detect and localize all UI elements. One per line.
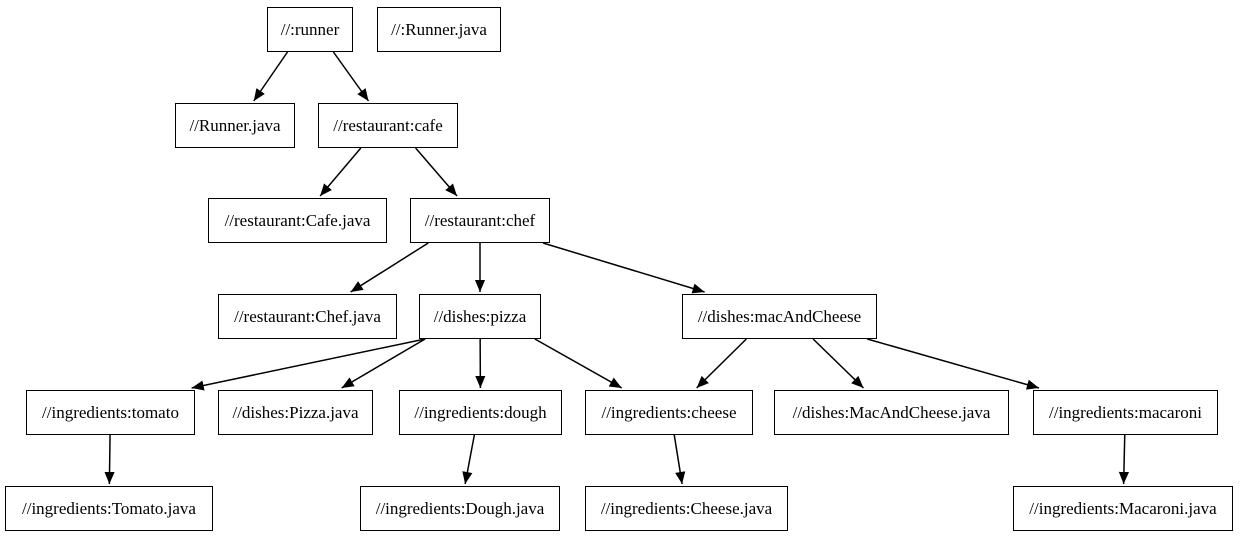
graph-node-chef-java: //restaurant:Chef.java [218, 294, 397, 339]
graph-node-label: //ingredients:Tomato.java [22, 499, 196, 518]
graph-node-runner: //:runner [267, 7, 353, 52]
graph-edge-cheese-to-cheese-java [673, 434, 686, 485]
graph-node-cheese: //ingredients:cheese [585, 390, 753, 435]
graph-edge-pizza-to-pizza-java [341, 338, 426, 389]
graph-node-label: //dishes:Pizza.java [232, 403, 359, 422]
graph-node-label: //dishes:MacAndCheese.java [792, 403, 991, 422]
graph-node-label: //ingredients:dough [414, 403, 547, 422]
graph-edge-mac-and-cheese-to-macaroni [867, 338, 1040, 390]
graph-edge-mac-and-cheese-to-cheese [696, 338, 747, 389]
graph-node-root-runner-java: //:Runner.java [377, 7, 501, 52]
graph-node-label: //ingredients:Dough.java [375, 499, 545, 518]
graph-node-mac-and-cheese-java: //dishes:MacAndCheese.java [774, 390, 1009, 435]
graph-node-runner-java: //Runner.java [175, 103, 295, 148]
graph-edge-macaroni-to-macaroni-java [1118, 434, 1130, 485]
graph-node-label: //Runner.java [189, 116, 281, 135]
graph-node-tomato: //ingredients:tomato [26, 390, 195, 435]
graph-edge-runner-to-runner-java [253, 51, 289, 102]
graph-node-pizza-java: //dishes:Pizza.java [218, 390, 373, 435]
graph-node-label: //dishes:pizza [433, 307, 527, 326]
graph-node-label: //restaurant:Chef.java [234, 307, 381, 326]
graph-edge-dough-to-dough-java [462, 434, 476, 485]
graph-node-label: //ingredients:macaroni [1049, 403, 1202, 422]
graph-edge-chef-to-chef-java [350, 242, 429, 293]
graph-node-label: //dishes:macAndCheese [697, 307, 862, 326]
graph-edge-mac-and-cheese-to-mac-and-cheese-java [812, 338, 865, 389]
graph-edge-chef-to-mac-and-cheese [542, 242, 705, 294]
graph-edge-pizza-to-tomato [191, 338, 426, 391]
graph-node-label: //ingredients:Macaroni.java [1029, 499, 1217, 518]
graph-node-pizza: //dishes:pizza [419, 294, 541, 339]
graph-edge-cafe-to-cafe-java [319, 147, 362, 197]
graph-node-label: //restaurant:chef [424, 211, 536, 230]
graph-node-dough-java: //ingredients:Dough.java [360, 486, 560, 531]
graph-node-tomato-java: //ingredients:Tomato.java [5, 486, 213, 531]
graph-node-dough: //ingredients:dough [399, 390, 562, 435]
graph-node-macaroni: //ingredients:macaroni [1033, 390, 1218, 435]
graph-edge-pizza-to-cheese [534, 338, 623, 389]
graph-edge-tomato-to-tomato-java [104, 434, 115, 485]
graph-node-cafe-java: //restaurant:Cafe.java [208, 198, 387, 243]
graph-node-chef: //restaurant:chef [410, 198, 550, 243]
graph-node-label: //:Runner.java [391, 20, 487, 39]
graph-node-macaroni-java: //ingredients:Macaroni.java [1013, 486, 1233, 531]
graph-node-cafe: //restaurant:cafe [318, 103, 458, 148]
graph-node-label: //ingredients:Cheese.java [600, 499, 773, 518]
graph-edge-runner-to-cafe [332, 51, 370, 102]
graph-node-label: //ingredients:tomato [42, 403, 179, 422]
graph-node-label: //restaurant:cafe [333, 116, 443, 135]
graph-edge-cafe-to-chef [415, 147, 458, 197]
graph-node-label: //restaurant:Cafe.java [224, 211, 371, 230]
graph-node-label: //ingredients:cheese [601, 403, 737, 422]
graph-node-cheese-java: //ingredients:Cheese.java [585, 486, 788, 531]
graph-node-label: //:runner [280, 20, 340, 39]
graph-node-mac-and-cheese: //dishes:macAndCheese [682, 294, 877, 339]
